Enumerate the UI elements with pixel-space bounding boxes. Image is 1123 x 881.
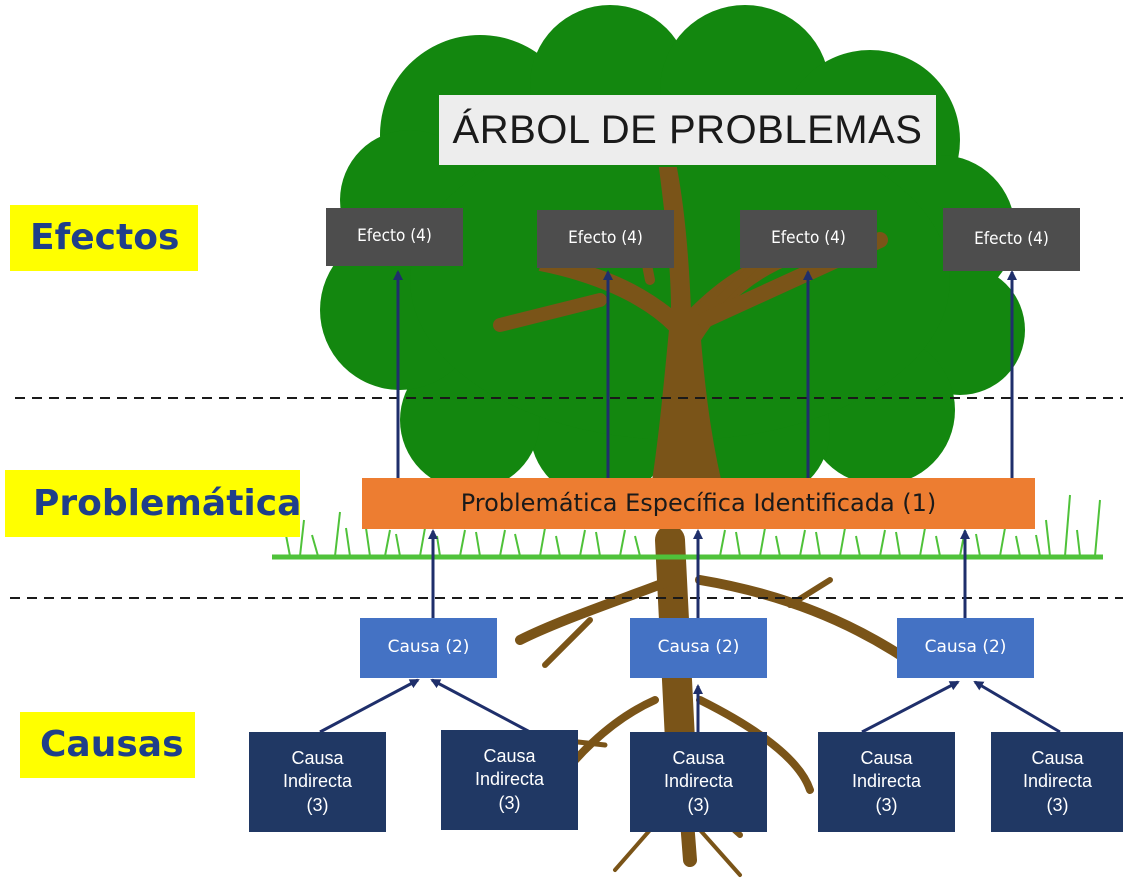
indirect-cause-box-3: Causa Indirecta (3) — [630, 732, 767, 832]
indirect-cause-box-1: Causa Indirecta (3) — [249, 732, 386, 832]
arrow-indirect-cause-5 — [973, 680, 1061, 734]
cause-box-3: Causa (2) — [897, 618, 1034, 678]
section-label-effects: Efectos — [10, 205, 198, 271]
effect-box-1: Efecto (4) — [326, 208, 463, 266]
cause-box-2: Causa (2) — [630, 618, 767, 678]
connector-arrows — [319, 270, 1061, 734]
section-dividers — [10, 397, 1123, 599]
cause-box-1: Causa (2) — [360, 618, 497, 678]
arrow-indirect-cause-1 — [319, 678, 420, 734]
effect-box-2: Efecto (4) — [537, 210, 674, 268]
indirect-cause-box-5: Causa Indirecta (3) — [991, 732, 1123, 832]
effect-box-3: Efecto (4) — [740, 210, 877, 268]
section-label-problem: Problemática — [5, 470, 301, 537]
indirect-cause-box-4: Causa Indirecta (3) — [818, 732, 955, 832]
effect-box-4: Efecto (4) — [943, 208, 1080, 271]
indirect-cause-box-2: Causa Indirecta (3) — [441, 730, 578, 830]
problem-box: Problemática Específica Identificada (1) — [362, 478, 1035, 529]
page-title: ÁRBOL DE PROBLEMAS — [439, 95, 936, 165]
arrow-indirect-cause-4 — [861, 680, 960, 734]
arrow-indirect-cause-2 — [430, 678, 531, 734]
section-label-causes: Causas — [20, 712, 195, 778]
